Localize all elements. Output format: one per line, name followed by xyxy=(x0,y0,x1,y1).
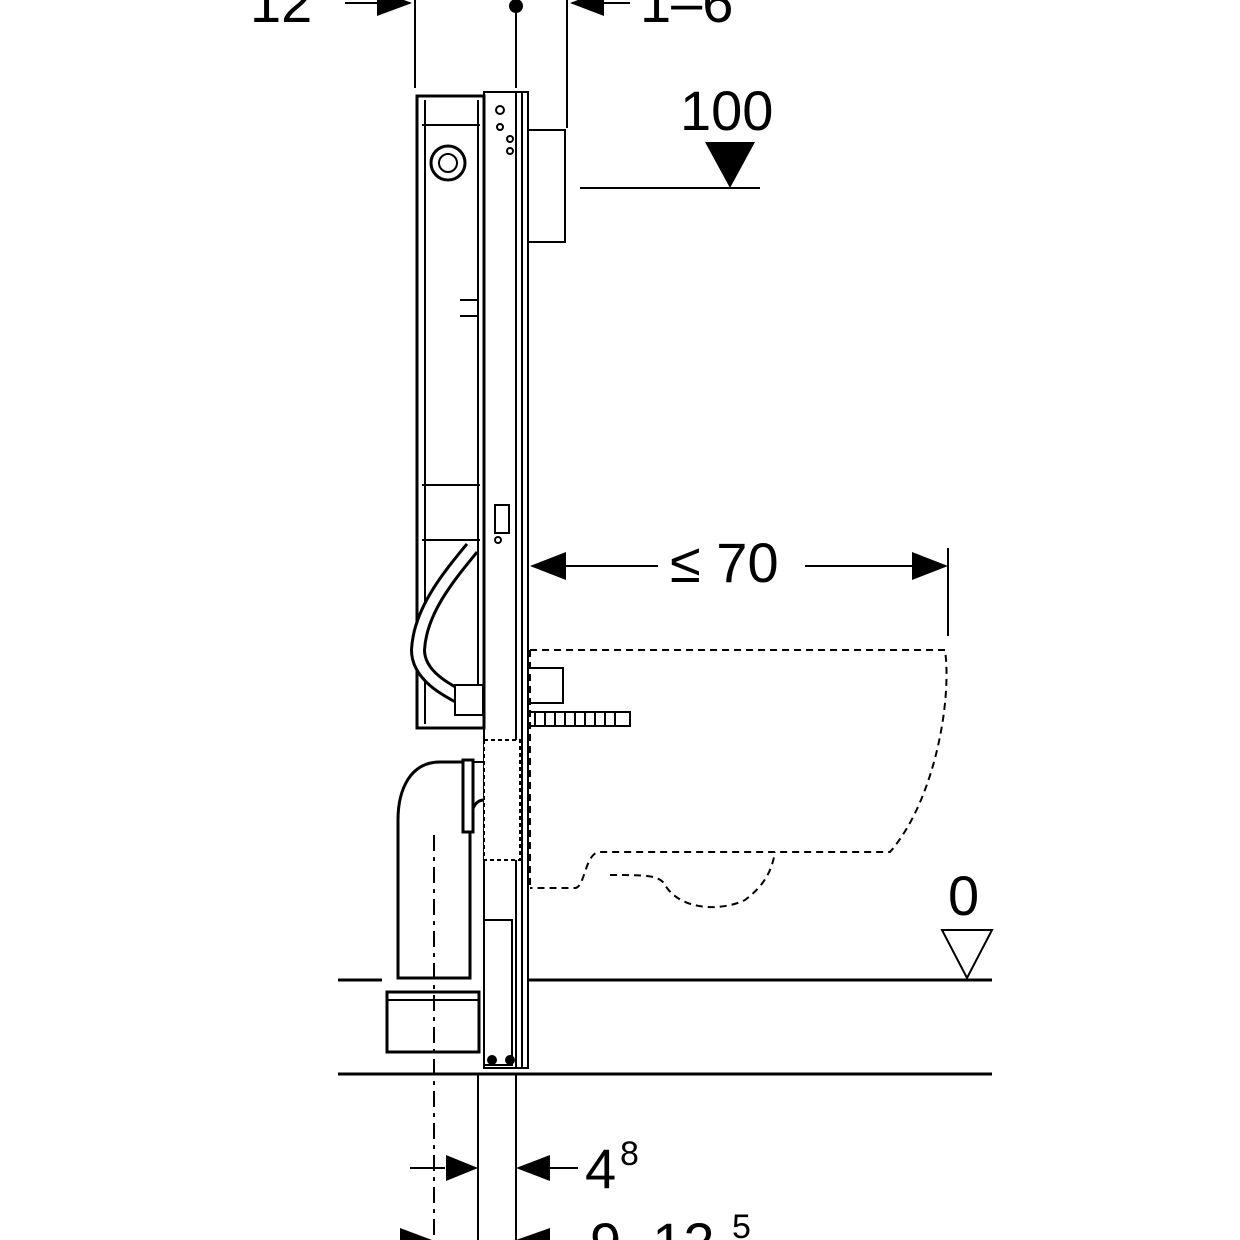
top-left-dimension-label: 12 xyxy=(250,0,312,34)
depth-70-dimension xyxy=(530,548,949,636)
height-100-marker xyxy=(580,142,760,189)
top-right-dimension-label: 1–6 xyxy=(640,0,733,34)
wc-bowl-outline xyxy=(529,649,948,909)
level-0-marker xyxy=(338,929,994,982)
height-100-label: 100 xyxy=(680,79,773,142)
top-dimensions xyxy=(345,0,630,128)
installation-frame xyxy=(409,91,631,1069)
drain-pipe xyxy=(385,758,485,1054)
dim-9-superscript: 5 xyxy=(732,1208,751,1240)
level-0-label: 0 xyxy=(948,864,979,927)
depth-70-label: ≤ 70 xyxy=(670,531,779,594)
dim-4-superscript: 8 xyxy=(620,1135,639,1173)
dim-4-label: 4 xyxy=(585,1137,616,1200)
bottom-dimensions xyxy=(400,1074,578,1240)
dim-9-label: 9–12 xyxy=(590,1211,715,1240)
